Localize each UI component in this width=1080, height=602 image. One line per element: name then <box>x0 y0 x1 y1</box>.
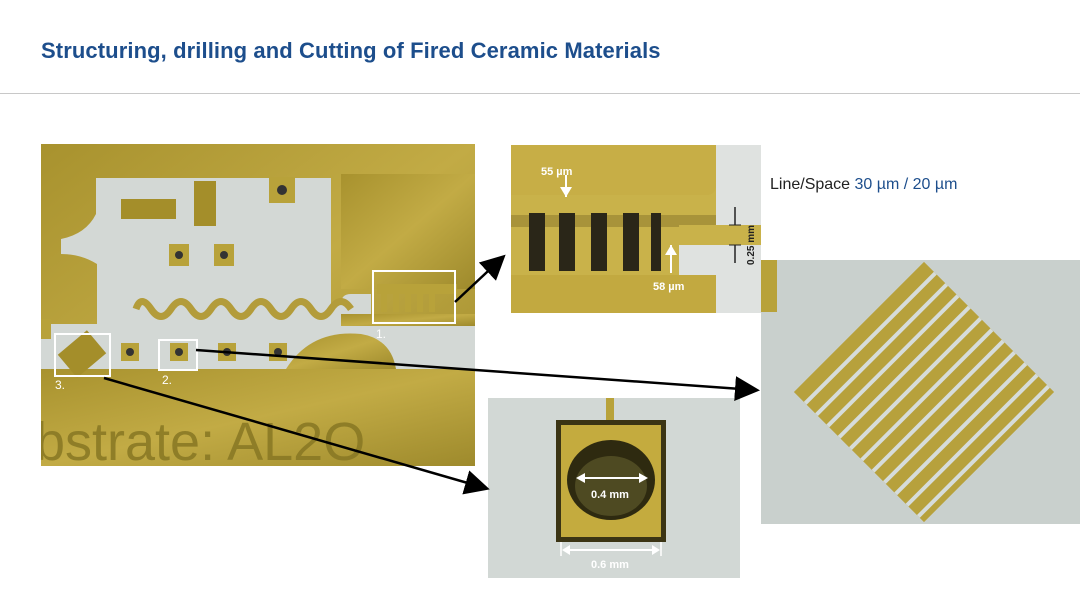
callout-label-3: 3. <box>55 378 65 392</box>
dim-55um: 55 µm <box>541 166 573 178</box>
line-space-spec: Line/Space 30 µm / 20 µm <box>770 176 957 194</box>
dim-0-6mm: 0.6 mm <box>591 559 629 571</box>
dim-0-25mm: 0.25 mm <box>746 225 757 265</box>
dim-58um: 58 µm <box>653 281 685 293</box>
arrow-to-hole-detail <box>103 376 490 495</box>
line-space-label: Line/Space <box>770 176 851 193</box>
line-space-detail-image <box>761 260 1080 524</box>
callout-label-2: 2. <box>162 373 172 387</box>
slide-title: Structuring, drilling and Cutting of Fir… <box>41 38 661 63</box>
line-space-value: 30 µm / 20 µm <box>854 176 958 193</box>
comb-detail-image: 55 µm 58 µm 0.25 mm <box>511 145 761 313</box>
arrow-to-comb-detail <box>454 254 506 303</box>
title-divider <box>0 93 1080 94</box>
arrow-to-line-space-detail <box>195 348 760 402</box>
dim-0-4mm: 0.4 mm <box>591 489 629 501</box>
drilled-hole-detail-image: 0.4 mm 0.6 mm <box>488 398 740 578</box>
callout-label-1: 1. <box>376 327 386 341</box>
